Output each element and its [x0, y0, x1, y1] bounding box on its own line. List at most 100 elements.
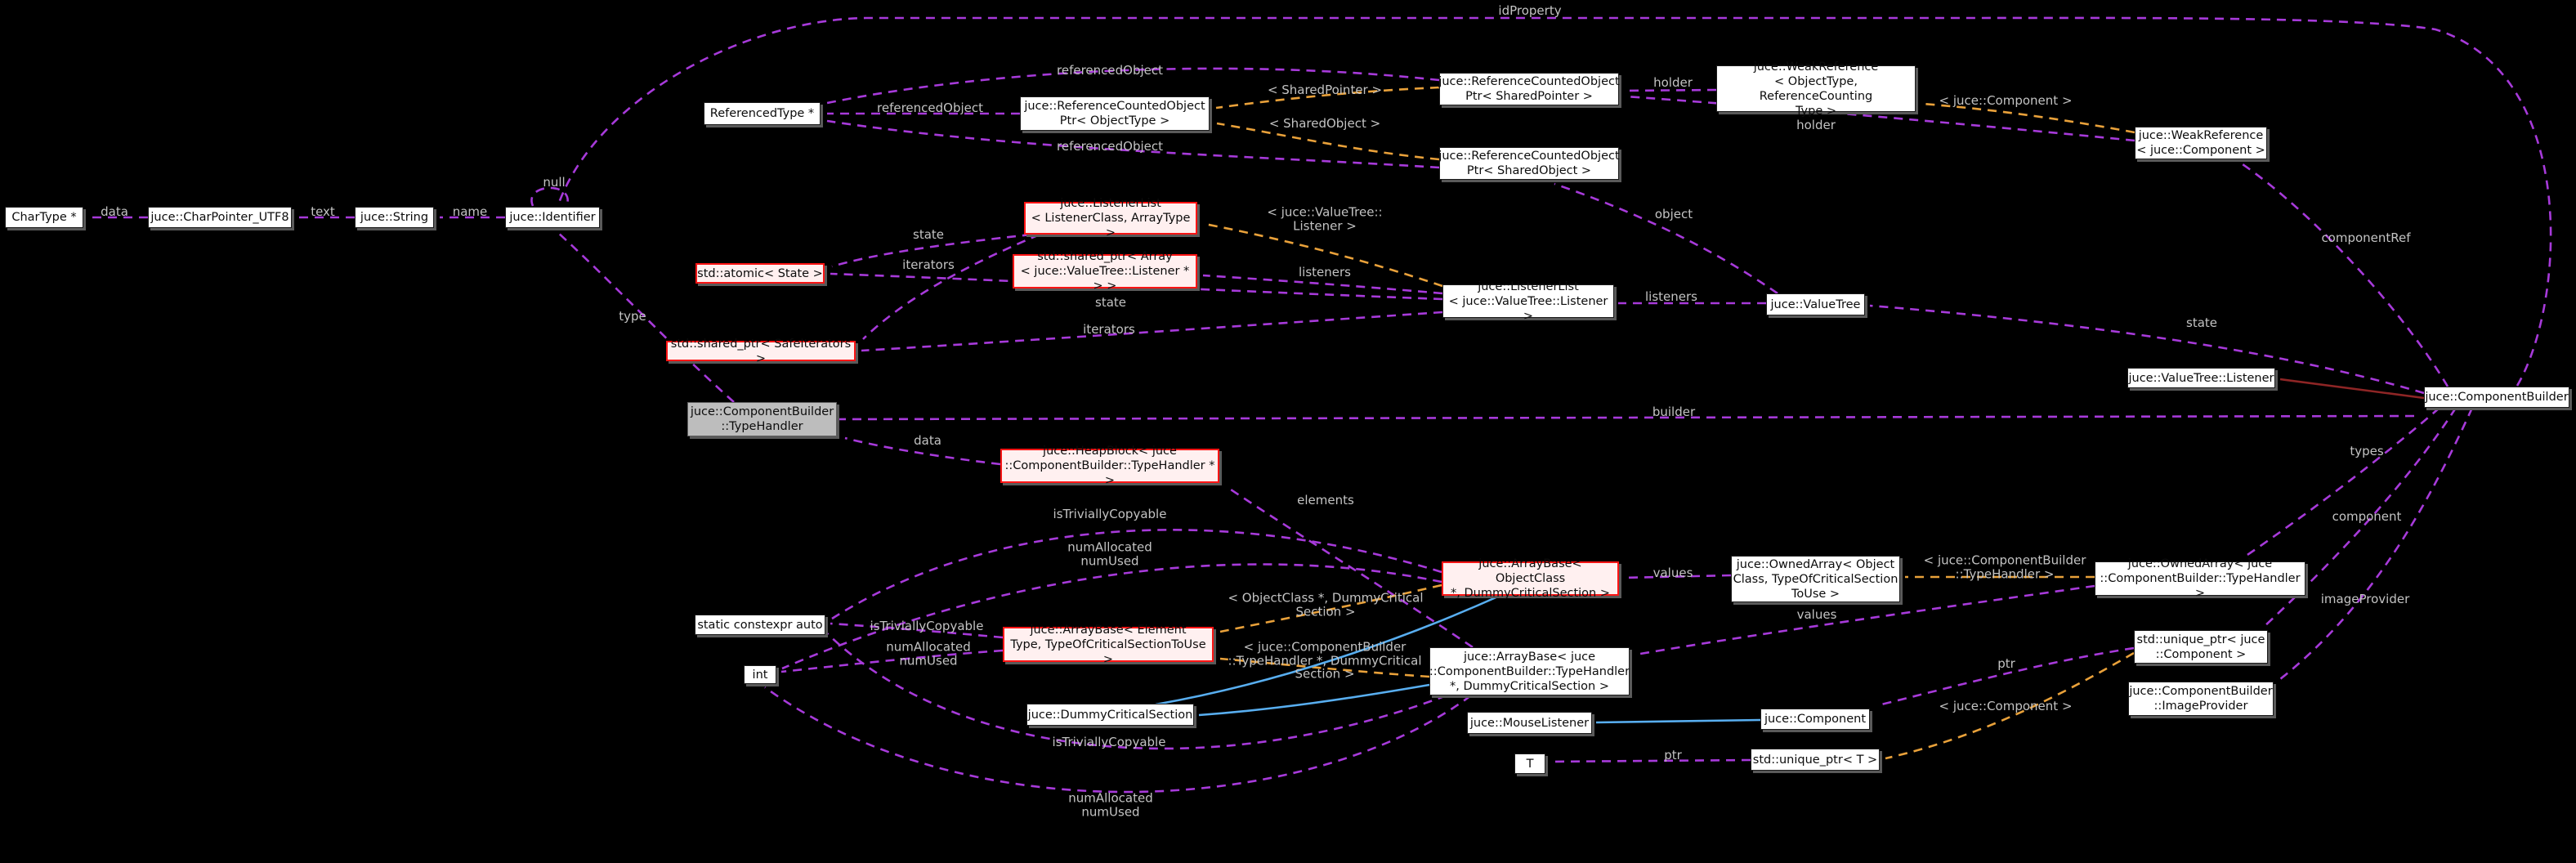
edge-referenced-object-bottom	[826, 119, 1440, 169]
edge-is-trivially-copyable-1	[831, 529, 1442, 620]
edge-label-types: types	[2350, 443, 2384, 458]
edge-holder-1	[1623, 88, 1717, 92]
edge-label-tmpl-shared-object: < SharedObject >	[1268, 115, 1381, 131]
node-array-base-generic[interactable]: juce::ArrayBase< Element Type, TypeOfCri…	[1003, 624, 1214, 666]
edge-label-component: component	[2332, 508, 2402, 524]
node-atomic-state[interactable]: std::atomic< State >	[695, 263, 825, 284]
edge-label-state-3: state	[2186, 315, 2217, 330]
edge-holder-2	[1625, 95, 2135, 142]
edge-label-text: text	[311, 203, 335, 219]
edge-label-referenced-object-3: referencedObject	[1057, 138, 1163, 154]
edge-ptr-2	[1549, 758, 1751, 763]
node-heap-block[interactable]: juce::HeapBlock< juce ::ComponentBuilder…	[1000, 445, 1219, 487]
edge-label-holder-2: holder	[1796, 117, 1836, 132]
edge-label-values-1: values	[1652, 565, 1693, 580]
edge-label-object: object	[1654, 206, 1693, 221]
node-image-provider[interactable]: juce::ComponentBuilder ::ImageProvider	[2128, 682, 2274, 716]
edge-state-3	[1869, 304, 2425, 395]
node-static-constexpr-auto[interactable]: static constexpr auto	[695, 615, 825, 635]
edge-label-listeners-1: listeners	[1299, 264, 1351, 279]
edge-tmpl-array-base-1	[1219, 584, 1442, 633]
edge-private-inherit-valuetree-listener	[2279, 378, 2425, 400]
edge-label-tmpl-object-class: < ObjectClass *, DummyCritical Section >	[1228, 590, 1424, 619]
node-weak-reference-generic[interactable]: juce::WeakReference < ObjectType, Refere…	[1716, 60, 1916, 118]
node-rcop-shared-pointer[interactable]: juce::ReferenceCountedObject Ptr< Shared…	[1438, 73, 1620, 105]
edge-is-trivially-copyable-2	[830, 622, 1004, 639]
edge-types	[2242, 407, 2440, 560]
edge-object	[1554, 182, 1778, 295]
node-value-tree-listener[interactable]: juce::ValueTree::Listener	[2127, 368, 2275, 388]
edge-label-builder: builder	[1652, 404, 1696, 419]
node-dummy-critical-section[interactable]: juce::DummyCriticalSection	[1026, 704, 1194, 726]
edge-values-1	[1622, 574, 1732, 579]
node-shared-ptr-safe-iterators[interactable]: std::shared_ptr< SafeIterators >	[666, 338, 856, 365]
edge-label-tmpl-shared-pointer: < SharedPointer >	[1267, 82, 1383, 97]
node-string[interactable]: juce::String	[355, 207, 434, 228]
edge-elements	[1225, 485, 1474, 649]
edge-tmpl-shared-pointer	[1215, 86, 1440, 110]
node-char-pointer-utf8[interactable]: juce::CharPointer_UTF8	[148, 207, 292, 228]
node-t[interactable]: T	[1514, 753, 1545, 774]
edge-label-num-allocated-3: numAllocated numUsed	[1068, 790, 1153, 819]
node-listener-list-valuetree[interactable]: juce::ListenerList < juce::ValueTree::Li…	[1442, 280, 1614, 323]
edge-label-tmpl-component-top: < juce::Component >	[1939, 92, 2073, 108]
edge-label-is-trivially-copyable-3: isTriviallyCopyable	[1052, 734, 1166, 749]
edge-label-is-trivially-copyable-1: isTriviallyCopyable	[1053, 506, 1167, 521]
node-weak-reference-component[interactable]: juce::WeakReference < juce::Component >	[2135, 127, 2267, 159]
edge-label-state-2: state	[1095, 294, 1126, 310]
node-referenced-type[interactable]: ReferencedType *	[704, 102, 821, 125]
edge-label-component-ref: componentRef	[2321, 230, 2411, 245]
node-rcop-shared-object[interactable]: juce::ReferenceCountedObject Ptr< Shared…	[1438, 147, 1620, 180]
edge-label-ptr-2: ptr	[1664, 747, 1682, 762]
edge-tmpl-unique-ptr	[1885, 651, 2135, 760]
node-component-builder[interactable]: juce::ComponentBuilder	[2424, 387, 2569, 408]
edge-label-tmpl-component-bottom: < juce::Component >	[1939, 698, 2073, 713]
node-array-base-object-class[interactable]: juce::ArrayBase< ObjectClass *, DummyCri…	[1442, 557, 1619, 600]
node-char-type[interactable]: CharType *	[5, 207, 83, 228]
node-int[interactable]: int	[744, 665, 776, 684]
node-owned-array-generic[interactable]: juce::OwnedArray< Object Class, TypeOfCr…	[1731, 556, 1900, 602]
edge-component-ref	[2242, 163, 2449, 387]
edge-label-data-1: data	[101, 203, 128, 219]
edge-component	[2263, 407, 2457, 628]
edge-label-listeners-2: listeners	[1645, 288, 1697, 304]
node-rcop-object-type[interactable]: juce::ReferenceCountedObject Ptr< Object…	[1020, 96, 1210, 131]
edge-inherit-mouse-listener	[1595, 718, 1761, 724]
node-component[interactable]: juce::Component	[1760, 709, 1870, 730]
edge-ptr-1	[1877, 646, 2135, 707]
edge-label-tmpl-type-handler-ptr: < juce::ComponentBuilder ::TypeHandler *…	[1228, 639, 1422, 682]
node-type-handler[interactable]: juce::ComponentBuilder ::TypeHandler	[687, 402, 837, 436]
node-unique-ptr-component[interactable]: std::unique_ptr< juce ::Component >	[2134, 630, 2268, 664]
edge-values-2	[1635, 584, 2095, 656]
node-array-base-type-handler[interactable]: juce::ArrayBase< juce ::ComponentBuilder…	[1429, 647, 1630, 695]
edge-label-num-allocated-1: numAllocated numUsed	[1067, 539, 1152, 568]
edge-tmpl-listener-list	[1204, 222, 1443, 288]
edge-label-data-2: data	[914, 432, 941, 448]
edge-label-null: null	[543, 174, 566, 190]
edge-label-iterators-2: iterators	[1083, 321, 1135, 337]
edge-tmpl-weak-reference	[1921, 102, 2135, 134]
edge-tmpl-shared-object	[1216, 122, 1440, 161]
edge-iterators-1	[862, 233, 1040, 340]
node-listener-list-generic[interactable]: juce::ListenerList < ListenerClass, Arra…	[1024, 197, 1197, 239]
node-shared-ptr-array[interactable]: std::shared_ptr< Array < juce::ValueTree…	[1013, 250, 1197, 293]
edge-label-holder-1: holder	[1653, 74, 1693, 90]
edge-id-property	[557, 16, 2552, 387]
node-owned-array-type-handler[interactable]: juce::OwnedArray< juce ::ComponentBuilde…	[2095, 557, 2305, 600]
node-mouse-listener[interactable]: juce::MouseListener	[1467, 712, 1592, 734]
node-unique-ptr-t[interactable]: std::unique_ptr< T >	[1751, 749, 1880, 771]
edge-label-referenced-object-2: referencedObject	[877, 100, 983, 115]
edge-inherit-dummy-1	[1155, 594, 1500, 706]
edge-label-referenced-object-1: referencedObject	[1057, 62, 1163, 78]
edge-data-2	[844, 436, 1001, 466]
edge-inherit-dummy-2	[1198, 683, 1430, 717]
node-identifier[interactable]: juce::Identifier	[505, 207, 600, 228]
edge-label-state-1: state	[913, 226, 944, 242]
node-value-tree[interactable]: juce::ValueTree	[1766, 293, 1865, 315]
edge-label-tmpl-valuetree-listener: < juce::ValueTree:: Listener >	[1267, 204, 1383, 233]
edge-label-is-trivially-copyable-2: isTriviallyCopyable	[870, 618, 984, 633]
edge-iterators-2	[861, 311, 1443, 352]
edge-label-type: type	[619, 308, 646, 324]
